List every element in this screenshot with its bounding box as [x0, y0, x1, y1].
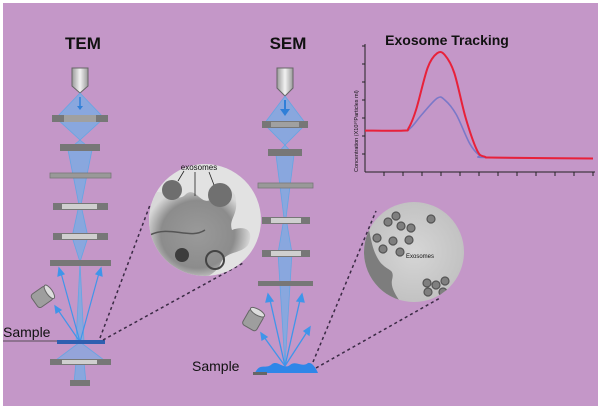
beam-arrow-icon	[77, 97, 83, 110]
tem-lens-plates	[49, 115, 112, 386]
exosome-tracking-chart: Exosome Tracking Concentration (X10¹⁰Par…	[353, 32, 595, 176]
axis-ticks	[362, 45, 594, 176]
sem-sample-label: Sample	[192, 358, 240, 374]
scattered-electron-arrows	[54, 266, 103, 343]
sem-title: SEM	[270, 34, 307, 53]
tem-sample-label: Sample	[3, 324, 51, 340]
tem-title: TEM	[65, 34, 101, 53]
chart-title: Exosome Tracking	[385, 32, 509, 48]
tem-exosomes-label: exosomes	[181, 163, 217, 172]
tem-sample-slide	[57, 340, 105, 344]
scattered-electron-arrows	[260, 292, 311, 367]
beam-arrow-icon	[280, 100, 290, 116]
blue-series-line	[364, 96, 594, 160]
detector-icon	[242, 306, 266, 332]
tem-column: TEM	[3, 34, 261, 386]
sem-sample-surface	[255, 362, 318, 373]
sem-sample-stage	[253, 372, 267, 375]
tem-micrograph-inset: exosomes	[149, 163, 261, 276]
chart-series	[364, 50, 594, 160]
sem-lens-plates	[257, 121, 314, 286]
sem-micrograph-inset: Exosomes	[364, 202, 464, 302]
electron-gun-icon	[276, 67, 294, 97]
red-series-line	[364, 50, 594, 160]
sem-exosomes-label: Exosomes	[406, 254, 434, 260]
exosome-pointer-arrows	[177, 170, 215, 196]
detector-icon	[30, 284, 56, 309]
y-axis-label: Concentration (X10¹⁰Particles ml)	[353, 90, 360, 172]
sem-column: SEM Sam	[192, 34, 464, 375]
electron-gun-icon	[71, 67, 89, 94]
